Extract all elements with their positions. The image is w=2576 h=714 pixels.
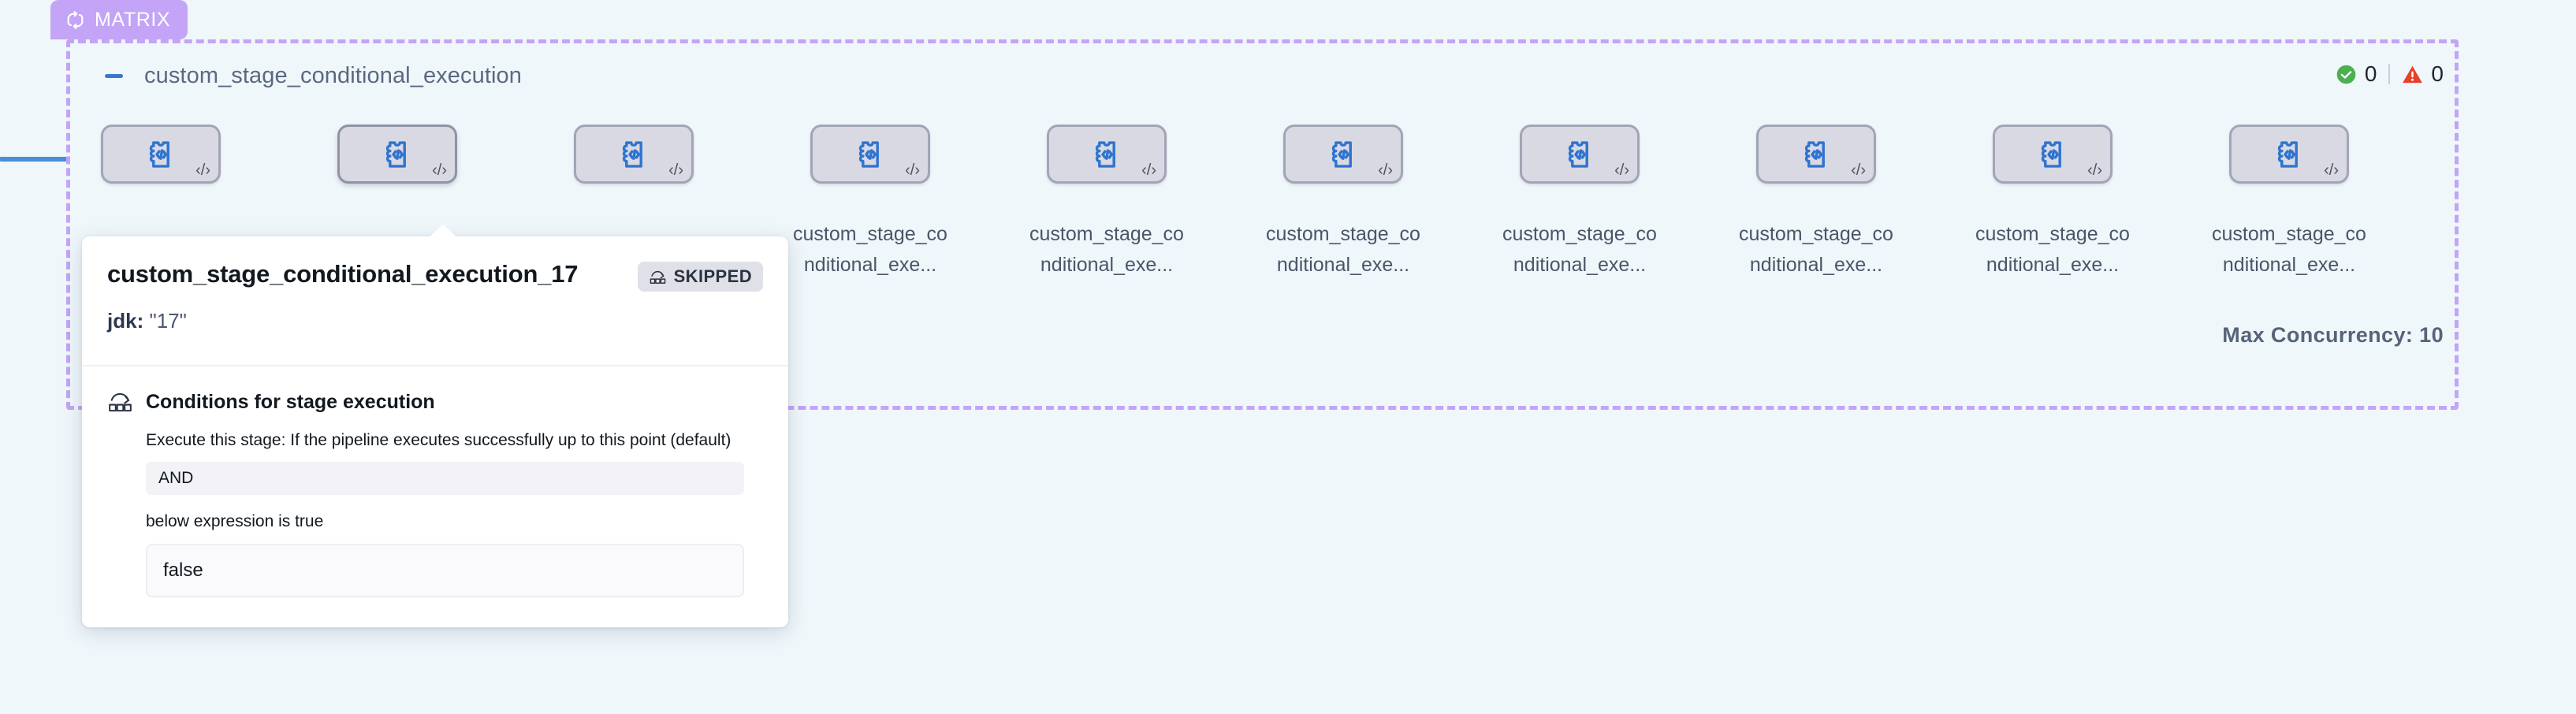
- code-icon: ‹/›: [2087, 162, 2102, 179]
- code-icon: ‹/›: [1851, 162, 1866, 179]
- stage-node-label: custom_stage_conditional_exe...: [2212, 223, 2366, 276]
- stage-node-box[interactable]: ‹/›: [1283, 125, 1403, 184]
- counter-divider: [2388, 64, 2391, 84]
- custom-stage-icon: [1798, 136, 1834, 173]
- tooltip-arrow: [429, 225, 457, 237]
- matrix-node-3[interactable]: ‹/›custom_stage_conditional_exe...: [543, 125, 724, 281]
- tooltip-meta: jdk: "17": [107, 309, 763, 333]
- warning-triangle-icon: [2402, 64, 2423, 85]
- code-icon: ‹/›: [905, 162, 920, 179]
- conditions-icon: [107, 390, 133, 414]
- stage-node-box[interactable]: ‹/›: [1520, 125, 1640, 184]
- stage-node-box[interactable]: ‹/›: [1993, 125, 2113, 184]
- stage-node-box[interactable]: ‹/›: [1047, 125, 1167, 184]
- matrix-node-4[interactable]: ‹/› custom_stage_conditional_exe...: [780, 125, 961, 281]
- matrix-badge-label: MATRIX: [95, 8, 171, 31]
- warning-count: 0: [2431, 61, 2444, 86]
- conditions-subtitle: Execute this stage: If the pipeline exec…: [146, 431, 731, 450]
- matrix-header: custom_stage_conditional_execution: [102, 63, 522, 89]
- status-badge-label: SKIPPED: [673, 266, 752, 286]
- custom-stage-icon: [379, 136, 415, 173]
- matrix-node-6[interactable]: ‹/› custom_stage_conditional_exe...: [1253, 125, 1434, 281]
- code-icon: ‹/›: [1614, 162, 1629, 179]
- stage-tooltip: custom_stage_conditional_execution_17 SK…: [82, 225, 788, 628]
- check-circle-icon: [2336, 64, 2357, 85]
- tooltip-body: Conditions for stage execution Execute t…: [82, 366, 788, 627]
- matrix-node-5[interactable]: ‹/› custom_stage_conditional_exe...: [1016, 125, 1197, 281]
- conditions-section-title: Conditions for stage execution: [146, 390, 435, 413]
- matrix-node-8[interactable]: ‹/› custom_stage_conditional_exe...: [1725, 125, 1907, 281]
- stage-node-label: custom_stage_conditional_exe...: [1266, 223, 1420, 276]
- stage-node-label: custom_stage_conditional_exe...: [1502, 223, 1657, 276]
- matrix-node-row: ‹/› custom_stage_conditional_exe... ‹/› cu…: [66, 125, 2459, 361]
- custom-stage-icon: [2034, 136, 2071, 173]
- matrix-container: [66, 39, 2459, 410]
- condition-expression-field[interactable]: false: [146, 544, 744, 598]
- max-concurrency-label: Max Concurrency: 10: [2222, 323, 2444, 347]
- custom-stage-icon: [1325, 136, 1361, 173]
- status-counters: 0 0: [2336, 63, 2444, 85]
- stage-node-box[interactable]: ‹/›: [1756, 125, 1876, 184]
- stage-node-box[interactable]: ‹/›: [101, 125, 221, 184]
- code-icon: ‹/›: [668, 162, 683, 179]
- stage-node-box[interactable]: ‹/›: [2229, 125, 2349, 184]
- stage-node-label: custom_stage_conditional_exe...: [793, 223, 947, 276]
- tooltip-meta-key: jdk:: [107, 309, 144, 333]
- matrix-node-9[interactable]: ‹/› custom_stage_conditional_exe...: [1962, 125, 2143, 281]
- condition-note: below expression is true: [146, 512, 324, 531]
- custom-stage-icon: [1089, 136, 1125, 173]
- skip-icon: [649, 270, 667, 284]
- stage-node-label: custom_stage_conditional_exe...: [1029, 223, 1184, 276]
- tooltip-meta-value: "17": [149, 309, 187, 333]
- stage-node-box[interactable]: ‹/›: [337, 125, 457, 184]
- warning-count-group: 0: [2402, 63, 2444, 85]
- loop-icon: [65, 9, 86, 31]
- stage-node-label: custom_stage_conditional_exe...: [1739, 223, 1893, 276]
- custom-stage-icon: [2271, 136, 2307, 173]
- condition-operator: AND: [146, 462, 744, 496]
- code-icon: ‹/›: [1141, 162, 1156, 179]
- page-title: custom_stage_conditional_execution: [144, 63, 522, 88]
- tooltip-header: custom_stage_conditional_execution_17 SK…: [82, 236, 788, 367]
- incoming-connector-line: [0, 157, 68, 162]
- matrix-badge[interactable]: MATRIX: [50, 0, 188, 39]
- stage-node-box[interactable]: ‹/›: [810, 125, 930, 184]
- custom-stage-icon: [852, 136, 888, 173]
- code-icon: ‹/›: [195, 162, 210, 179]
- success-count: 0: [2364, 61, 2377, 86]
- matrix-node-2[interactable]: ‹/›custom_stage_conditional_exe...: [307, 125, 488, 281]
- minus-icon[interactable]: [102, 65, 125, 87]
- tooltip-title: custom_stage_conditional_execution_17: [107, 260, 579, 288]
- custom-stage-icon: [143, 136, 179, 173]
- code-icon: ‹/›: [432, 162, 447, 179]
- custom-stage-icon: [616, 136, 652, 173]
- success-count-group: 0: [2336, 63, 2377, 85]
- matrix-node-1[interactable]: ‹/›custom_stage_conditional_exe...: [70, 125, 251, 281]
- stage-node-box[interactable]: ‹/›: [574, 125, 694, 184]
- code-icon: ‹/›: [1378, 162, 1393, 179]
- stage-node-label: custom_stage_conditional_exe...: [1975, 223, 2130, 276]
- matrix-node-7[interactable]: ‹/› custom_stage_conditional_exe...: [1489, 125, 1670, 281]
- status-badge: SKIPPED: [637, 262, 763, 292]
- code-icon: ‹/›: [2324, 162, 2339, 179]
- matrix-node-10[interactable]: ‹/› custom_stage_conditional_exe...: [2198, 125, 2380, 281]
- custom-stage-icon: [1562, 136, 1598, 173]
